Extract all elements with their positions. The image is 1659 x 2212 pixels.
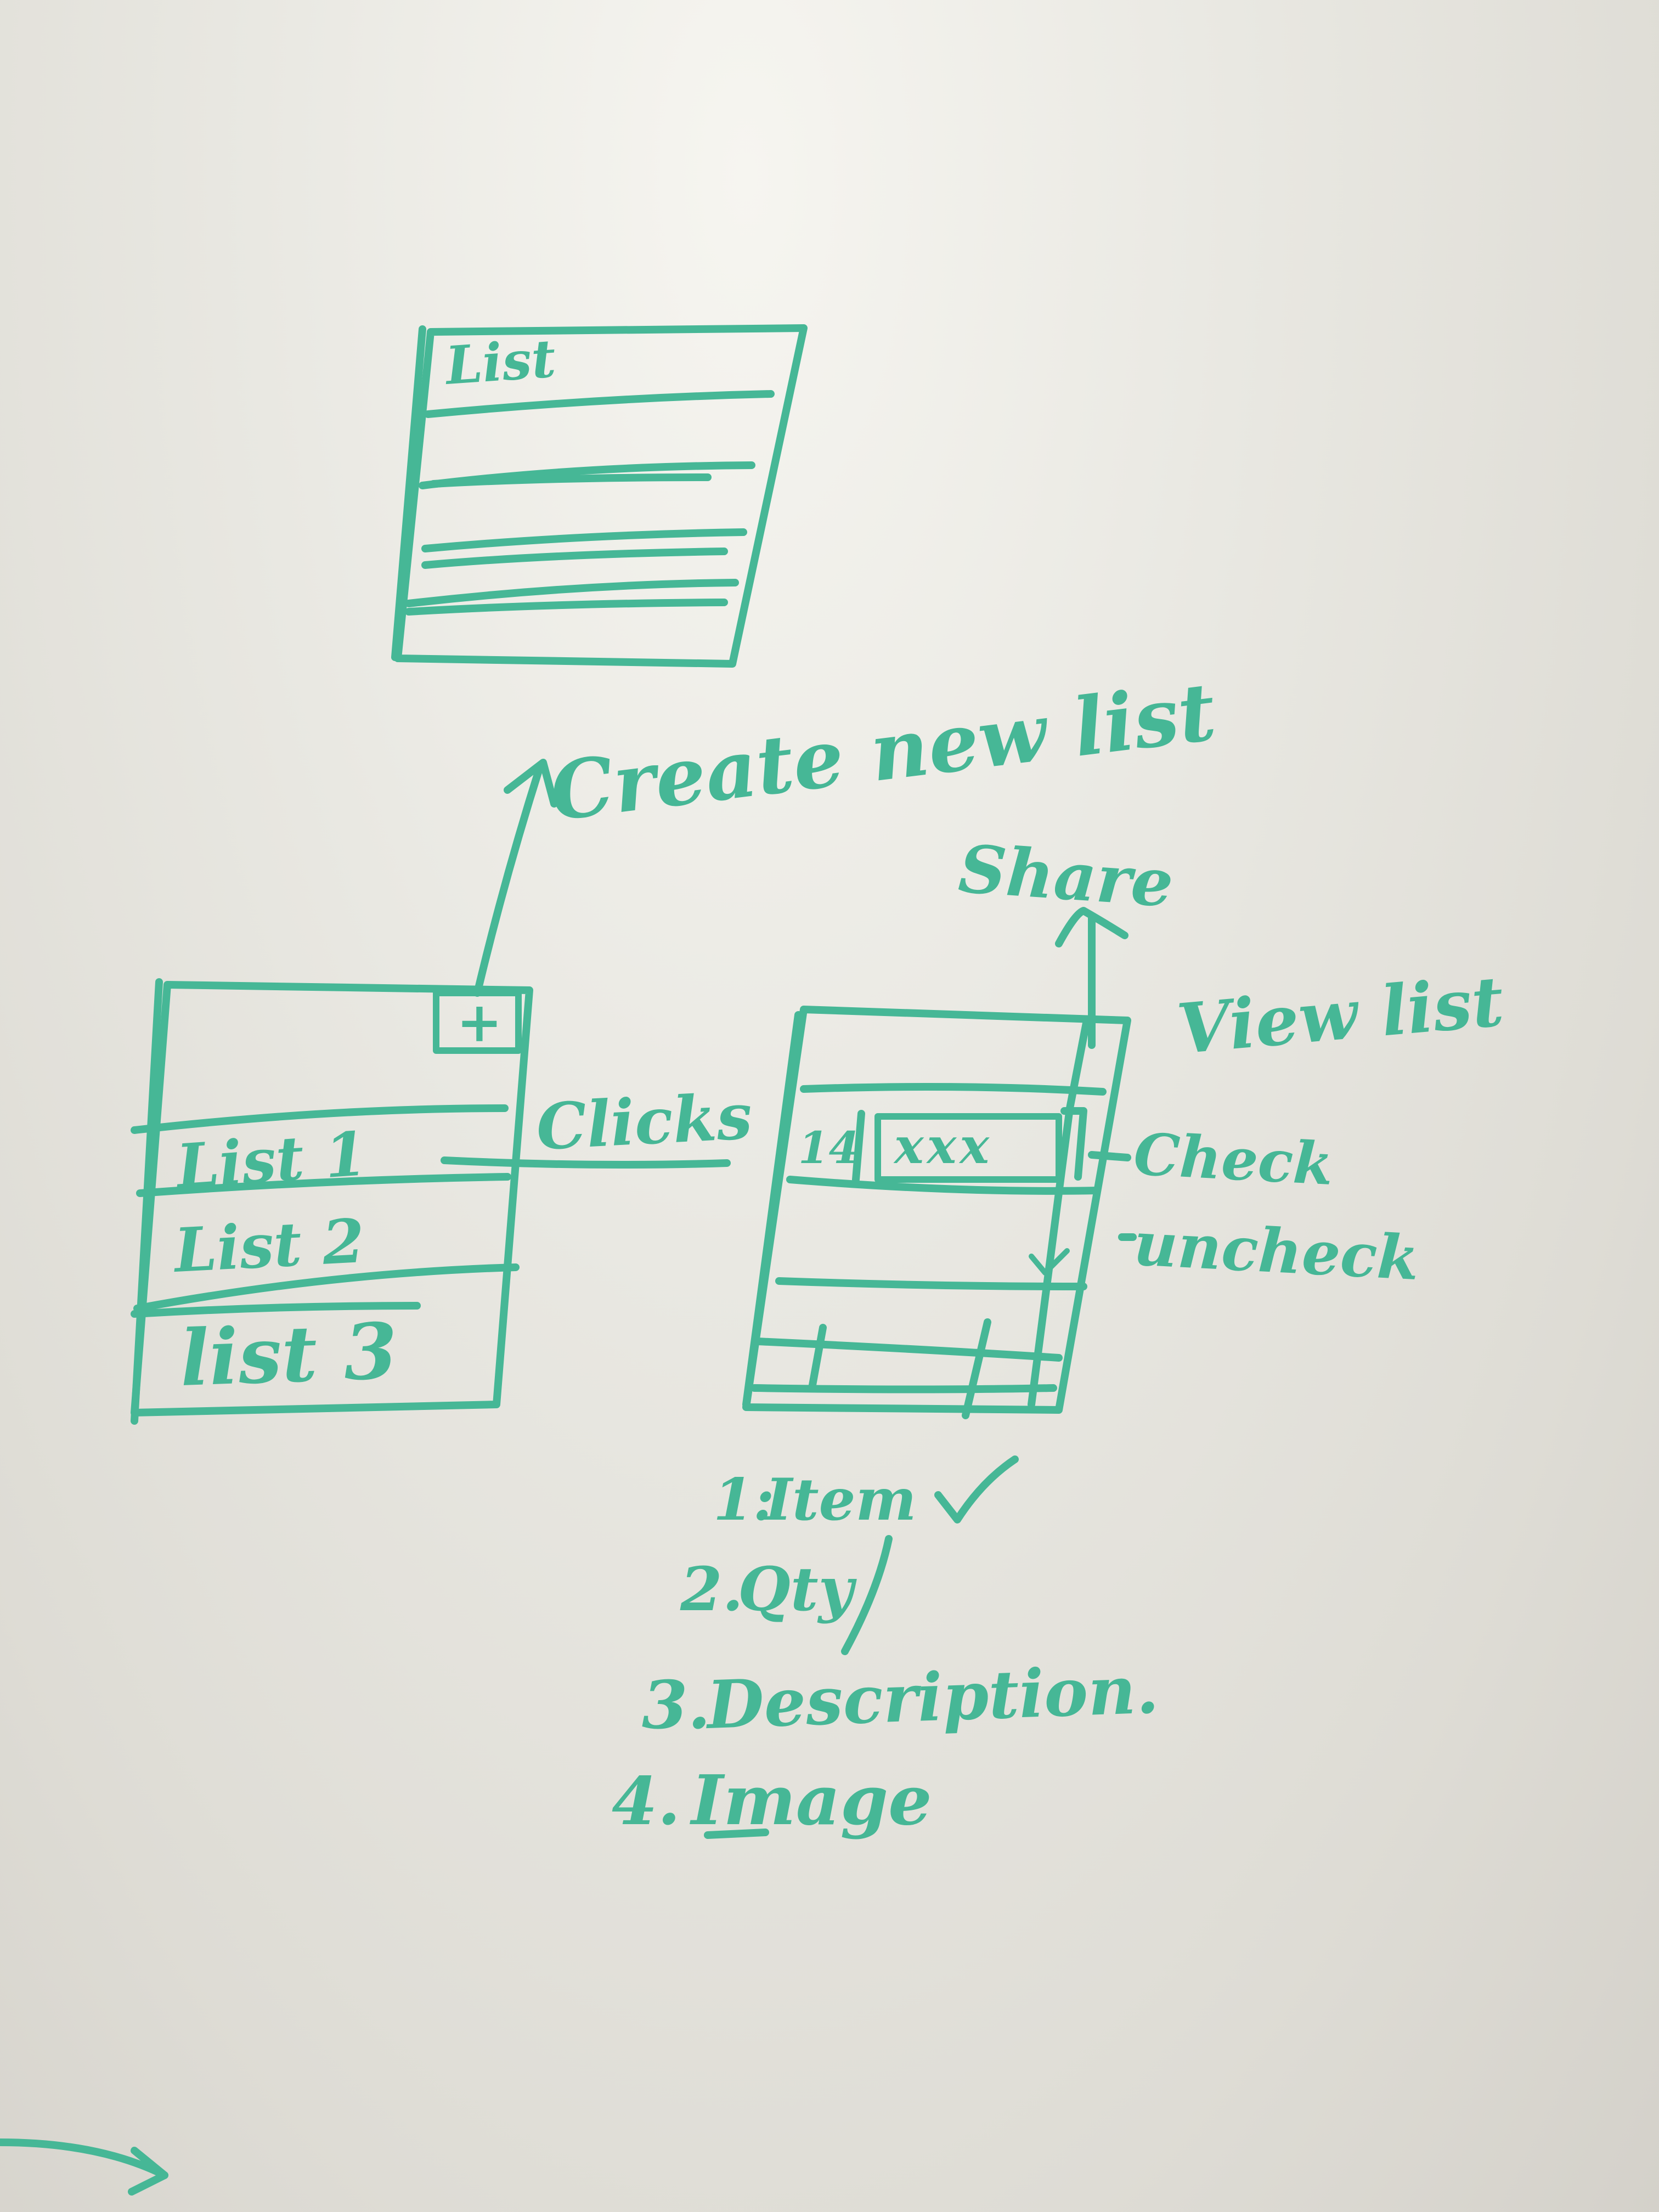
item-row-divider: [775, 1277, 1087, 1290]
home-row-divider: [131, 1104, 509, 1134]
qty-tail: [841, 1535, 893, 1655]
field-number: 4.: [612, 1763, 680, 1840]
item-name-cell: [874, 1113, 1062, 1183]
list-screen-header-divider: [424, 390, 775, 418]
home-row-list-3[interactable]: list 3: [178, 1306, 398, 1404]
field-qty-label: Qty: [738, 1554, 857, 1624]
item-qty-column: [808, 1324, 827, 1392]
field-item-label: Item: [764, 1465, 917, 1533]
field-number: 3.: [642, 1667, 710, 1744]
list-screen-header: List: [442, 328, 558, 397]
item-name-cell-text[interactable]: xxx: [893, 1117, 992, 1175]
check-connector: [1088, 1151, 1131, 1161]
create-new-list-label: Create new list: [545, 665, 1221, 839]
list-screen-row-line: [430, 473, 712, 488]
share-arrow: [1055, 907, 1128, 1049]
item-checkbox-column: [962, 1318, 991, 1419]
list-screen-row-line: [421, 548, 728, 569]
fields-list: 1: Item 2. Qty 3. Description. 4. Image: [612, 1465, 1160, 1841]
share-label: Share: [956, 830, 1176, 922]
list-screen-wireframe: [391, 324, 808, 668]
item-screen-wireframe: [742, 1006, 1131, 1419]
item-qty-cell: 14: [798, 1122, 859, 1173]
home-row-divider: [133, 1263, 520, 1312]
check-label: Check: [1132, 1120, 1335, 1198]
home-row-divider: [136, 1173, 511, 1197]
add-list-button[interactable]: +: [456, 990, 503, 1054]
item-checkbox-column: [1028, 1019, 1090, 1408]
field-number: 2.: [680, 1554, 743, 1624]
item-field-checkmark: [934, 1455, 1019, 1523]
field-number: 1:: [713, 1465, 775, 1533]
uncheck-label: uncheck: [1132, 1208, 1421, 1294]
item-qty-column: [852, 1110, 865, 1183]
home-screen-left-edge: [131, 978, 163, 1425]
corner-arrow: [0, 2138, 168, 2196]
list-screen-frame: [394, 324, 808, 668]
item-checkmark: [1029, 1248, 1070, 1276]
item-row-divider: [751, 1384, 1057, 1393]
field-image-label: Image: [690, 1760, 932, 1841]
list-screen-row-line: [421, 528, 747, 552]
home-row-divider: [131, 1302, 421, 1318]
item-row-divider: [753, 1338, 1063, 1362]
image-underline: [704, 1829, 769, 1839]
list-screen-row-line: [405, 599, 728, 616]
item-screen-header-divider: [800, 1083, 1107, 1096]
home-screen-wireframe: [131, 978, 533, 1425]
list-screen-left-edge: [391, 325, 426, 661]
clicks-label: Clicks: [534, 1080, 754, 1165]
create-arrow: [473, 759, 558, 997]
clicks-connector: [441, 1156, 731, 1169]
home-row-list-2[interactable]: List 2: [171, 1205, 366, 1286]
list-screen-row-line: [405, 579, 739, 607]
home-row-list-1[interactable]: List 1: [173, 1118, 369, 1202]
field-description-label: Description.: [704, 1651, 1160, 1744]
view-list-label: View list: [1174, 961, 1506, 1069]
